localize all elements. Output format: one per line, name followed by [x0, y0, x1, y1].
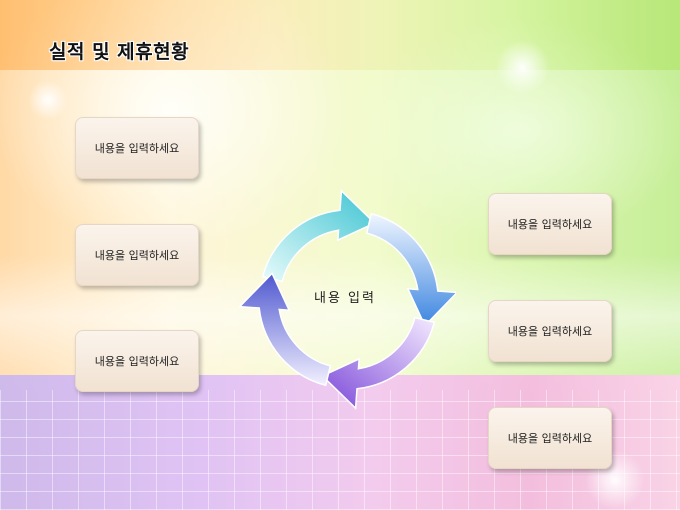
cycle-arrow-bottom — [321, 316, 436, 410]
left-text-box-2[interactable]: 내용을 입력하세요 — [75, 224, 199, 286]
cycle-arrow-right — [365, 212, 456, 327]
slide-title[interactable]: 실적 및 제휴현황 — [49, 41, 190, 63]
cycle-arrow-top — [261, 189, 376, 283]
cycle-arrow-left — [238, 272, 332, 387]
light-flare — [28, 80, 68, 120]
cycle-center-label[interactable]: 내용 입력 — [314, 291, 376, 306]
light-flare — [495, 40, 550, 95]
top-color-band — [0, 0, 680, 70]
cycle-diagram — [238, 189, 456, 410]
left-text-box-3[interactable]: 내용을 입력하세요 — [75, 330, 199, 392]
right-text-box-3[interactable]: 내용을 입력하세요 — [488, 407, 612, 469]
right-text-box-2[interactable]: 내용을 입력하세요 — [488, 300, 612, 362]
right-text-box-1[interactable]: 내용을 입력하세요 — [488, 193, 612, 255]
left-text-box-1[interactable]: 내용을 입력하세요 — [75, 117, 199, 179]
